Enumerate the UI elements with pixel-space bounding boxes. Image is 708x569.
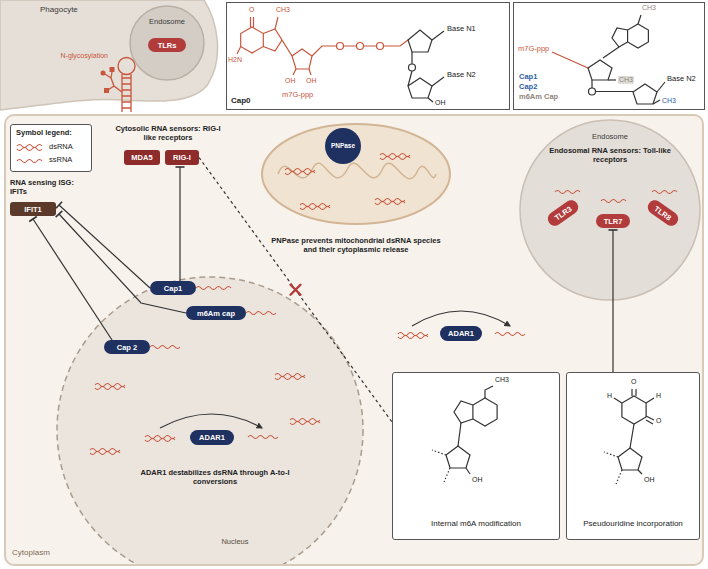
text-label: H (656, 392, 661, 400)
enzyme-box: ADAR1 (190, 430, 234, 445)
text-label: Cytosolic RNA sensors: RIG-I like recept… (110, 124, 226, 142)
text-label: ADAR1 destabilizes dsRNA through A-to-I … (125, 468, 305, 486)
node-text: Cap1 (519, 72, 579, 81)
text-label: N-glycosylation (44, 52, 108, 60)
node-text: Symbol legend: (16, 128, 88, 137)
node-text: m6Am cap (197, 309, 235, 318)
cytoplasm-panel: Cytoplasm Symbol legend: dsRNA ssRNA IFIT1 MD… (4, 114, 704, 566)
text-label: O (249, 6, 254, 14)
text-label: Base N1 (447, 24, 476, 33)
text-label: OH (644, 476, 655, 484)
node-text: ADAR1 (199, 433, 225, 442)
structure-box: Cap0 (226, 2, 510, 110)
text-label: CH3 (642, 4, 656, 12)
node-text: MDA5 (131, 153, 152, 162)
node-text: Cap0 (231, 96, 271, 106)
legend-box: Symbol legend: dsRNA ssRNA (10, 124, 92, 172)
node-text: Endosomal RNA sensors: Toll-like recepto… (542, 146, 678, 164)
sensor-box: RIG-I (165, 150, 199, 165)
legend-text: ssRNA (49, 155, 72, 164)
text-label: m7G-ppp (518, 44, 549, 53)
node-text: RIG-I (173, 153, 191, 162)
enzyme-box: ADAR1 (440, 326, 482, 341)
text-label: CH3 (495, 376, 509, 384)
node-text: PNPase prevents mitochondrial dsRNA spec… (266, 236, 446, 254)
node-text: ADAR1 (448, 329, 474, 338)
node-text: TLRs (158, 41, 177, 50)
node-text: TLR7 (604, 217, 623, 226)
text-label: m7G-ppp (282, 90, 313, 99)
node-text: Cap 2 (117, 343, 137, 352)
receptor-pill: TLRs (148, 38, 186, 52)
text-label: H (607, 392, 612, 400)
text-label: OH (306, 77, 317, 85)
sensor-box: IFIT1 (10, 202, 56, 216)
node-text: Cytoplasm (12, 548, 72, 558)
text-label: Base N2 (667, 74, 696, 83)
cap-box: m6Am cap (186, 306, 246, 320)
endosome-circle-outline (518, 118, 702, 302)
node-text: Phagocyte (40, 5, 110, 15)
text-label: OH (285, 77, 296, 85)
legend-text: dsRNA (49, 142, 73, 151)
mitochondrion: PNPase prevents mitochondrial dsRNA spec… (258, 118, 454, 260)
node-text: Cap2 (519, 82, 579, 91)
text-label: Base N2 (447, 70, 476, 79)
enzyme-circle: PNPase (325, 128, 361, 164)
endosome-circle: EndosomeTLRs (128, 4, 206, 82)
node-text: m6Am Cap (519, 92, 579, 101)
phagocyte-cell: PhagocyteEndosomeTLRs (0, 0, 226, 112)
node-text: Endosome (128, 17, 206, 26)
modification-box: Pseudouridine incorporation (566, 372, 700, 540)
sensor-box: MDA5 (124, 150, 160, 165)
text-label: RNA sensing ISG: IFITs (10, 178, 90, 196)
text-label: H2N (228, 56, 242, 64)
text-label: CH3 (618, 76, 634, 84)
node-text: IFIT1 (24, 205, 42, 214)
text-label: CH3 (662, 97, 676, 105)
endosome-circle: EndosomeEndosomal RNA sensors: Toll-like… (518, 118, 702, 302)
legend-sample (16, 156, 46, 166)
cap-box: Cap1 (150, 281, 196, 295)
text-label: OH (435, 99, 446, 107)
node-text: Nucleus (205, 537, 265, 546)
legend-sample (16, 143, 46, 153)
cap-box: Cap 2 (104, 340, 150, 354)
structure-box: Cap1Cap2m6Am Cap (513, 2, 705, 110)
receptor-pill: TLR7 (596, 214, 630, 228)
node-text: Cap1 (164, 284, 182, 293)
text-label: O (631, 378, 636, 386)
text-label: O (656, 417, 661, 425)
text-label: CH3 (276, 6, 290, 14)
nucleus-circle: Nucleus Cap1 m6Am capCap 2 ADAR1 (55, 275, 365, 566)
node-text: Internal m6A modification (393, 519, 559, 529)
node-text: PNPase (331, 142, 355, 150)
node-text: Pseudouridine incorporation (567, 519, 699, 529)
node-text: Endosome (518, 132, 702, 141)
text-label: OH (472, 476, 483, 484)
modification-box: Internal m6A modification (392, 372, 560, 540)
